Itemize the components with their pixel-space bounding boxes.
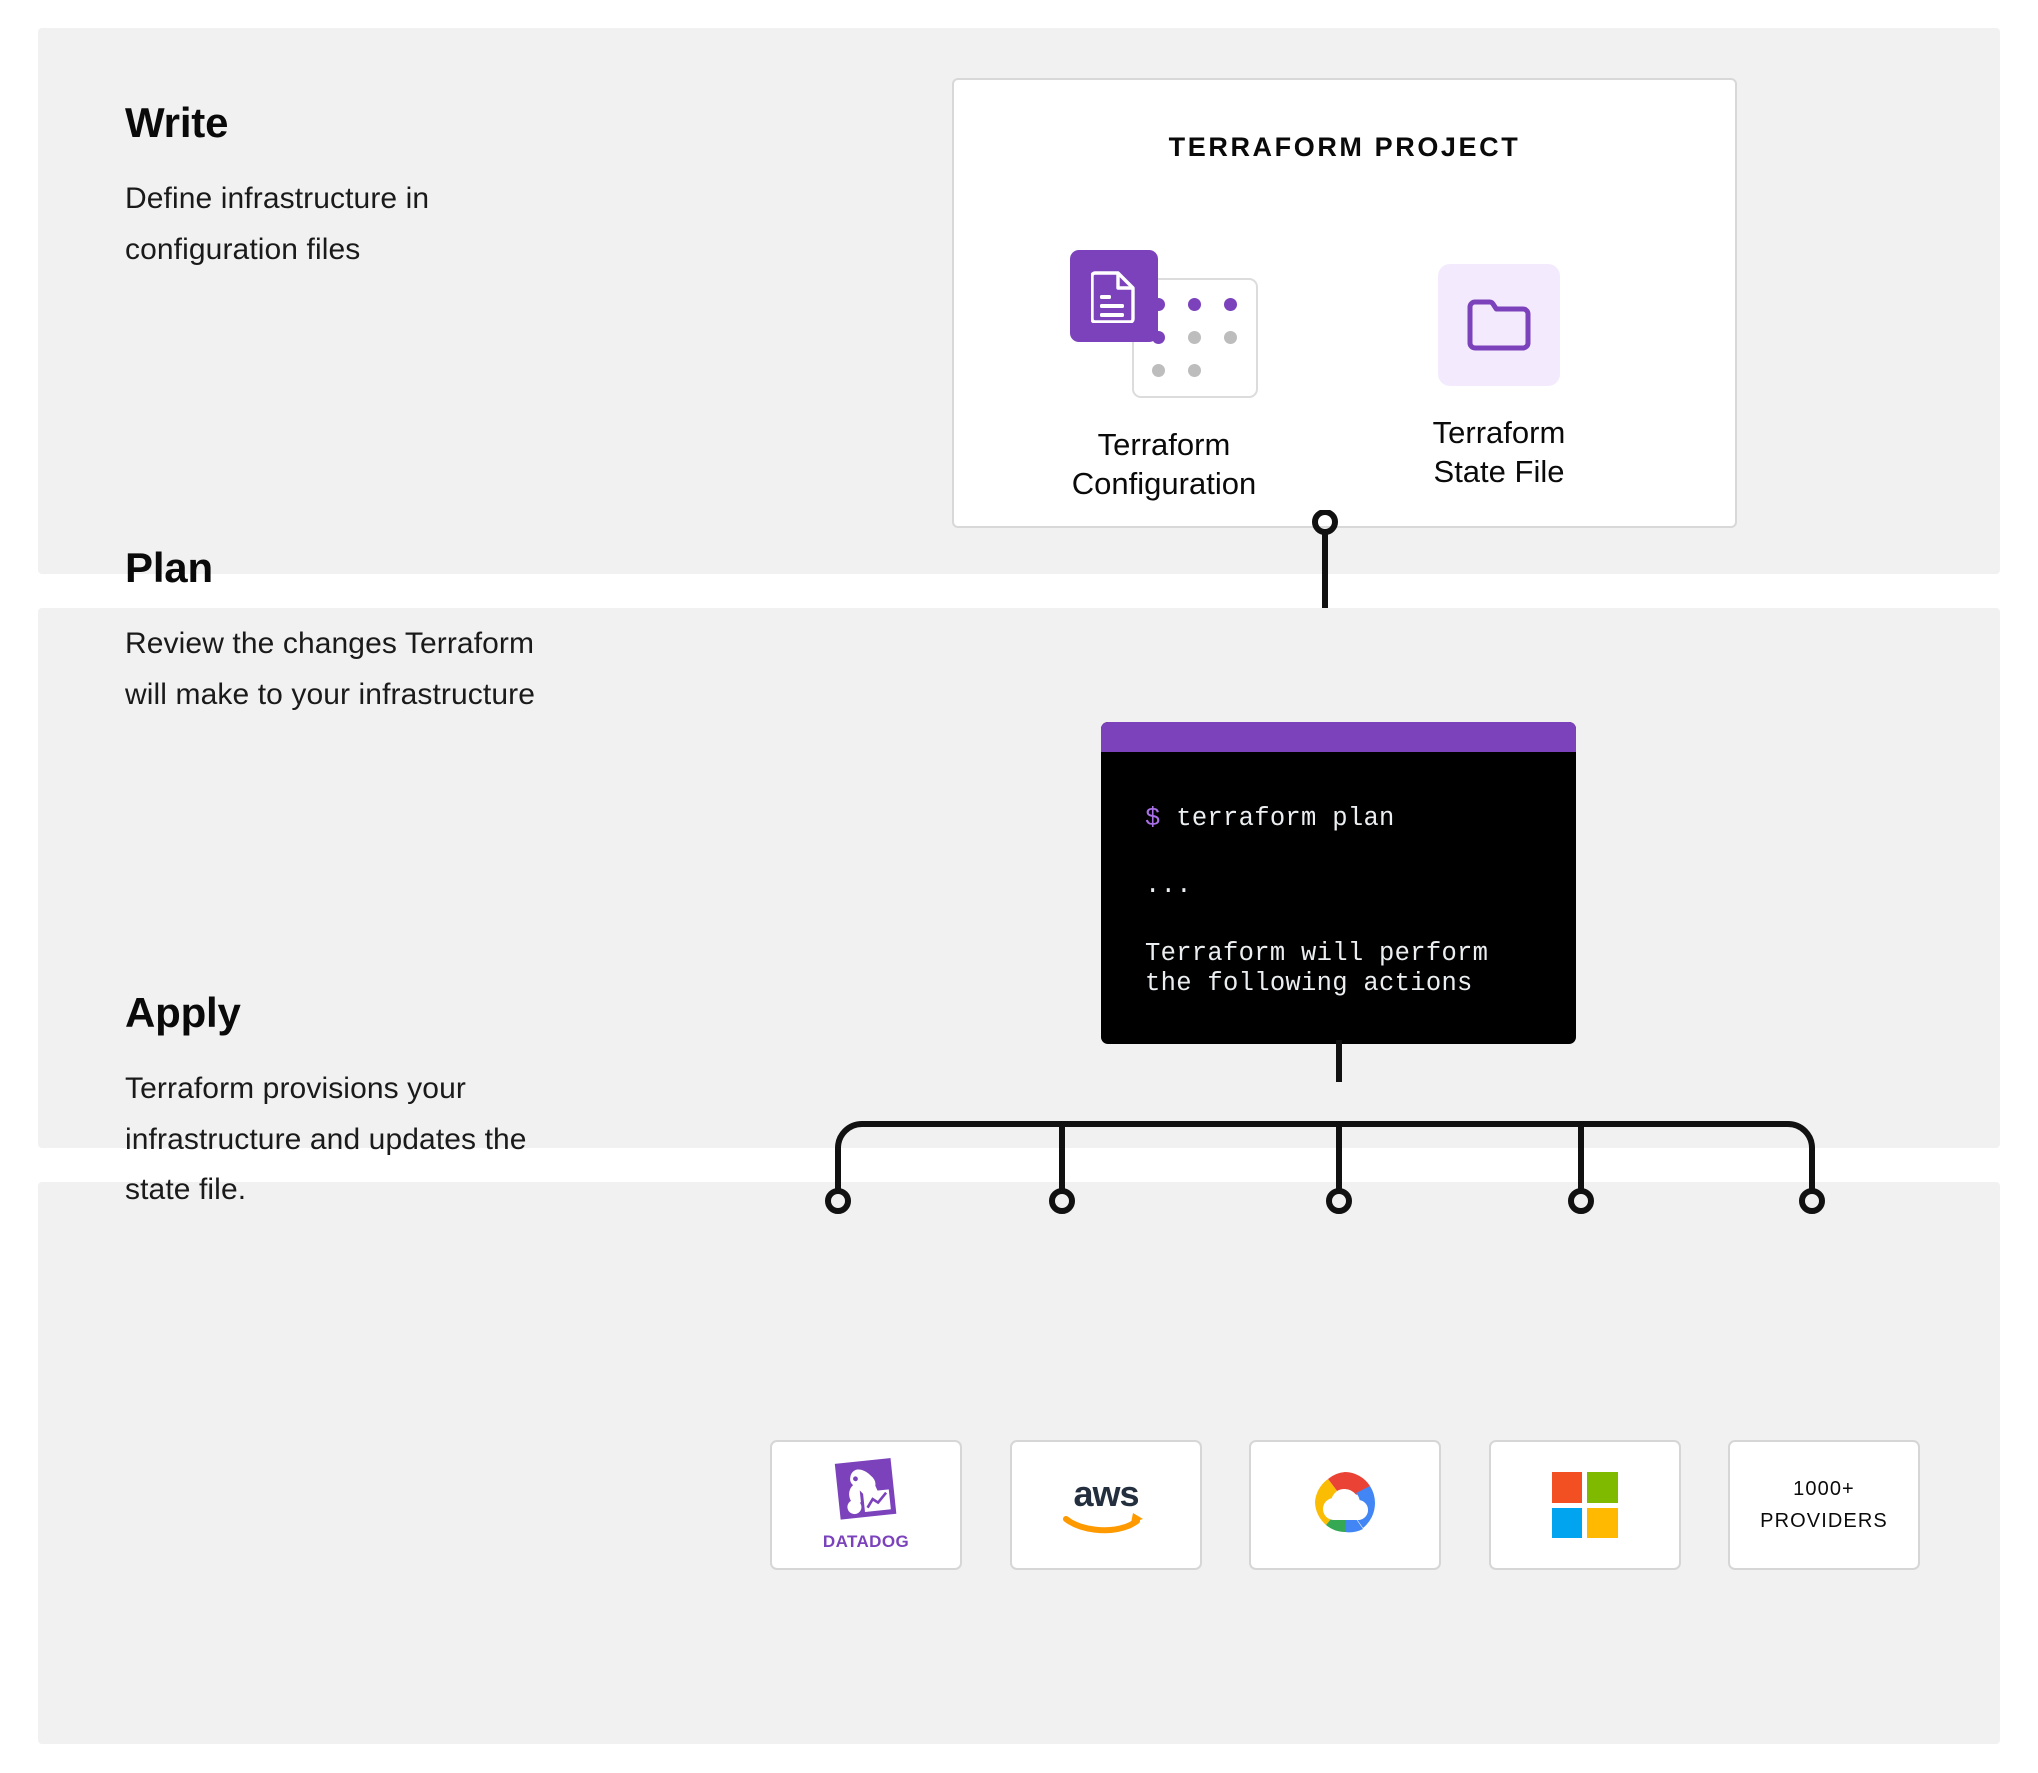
step-title-write: Write xyxy=(125,99,229,146)
step-title-apply: Apply xyxy=(125,989,241,1036)
provider-card-more-providers[interactable]: 1000+ PROVIDERS xyxy=(1728,1440,1920,1570)
panel-plan xyxy=(38,608,2000,1148)
step-description-write: Define infrastructure in configuration f… xyxy=(125,182,430,266)
document-stack-icon xyxy=(1070,250,1258,398)
step-block-apply: Apply Terraform provisions your infrastr… xyxy=(125,989,625,1215)
ms-square-yellow xyxy=(1587,1507,1618,1538)
svg-text:DATADOG: DATADOG xyxy=(823,1532,909,1551)
provider-card-aws[interactable]: aws xyxy=(1009,1440,1202,1570)
provider-card-list: DATADOG aws xyxy=(770,1440,1920,1570)
config-dot-grid-icon xyxy=(1152,298,1238,378)
datadog-logo: DATADOG xyxy=(823,1458,909,1551)
step-block-write: Write Define infrastructure in configura… xyxy=(125,99,625,275)
folder-icon xyxy=(1438,264,1560,386)
terminal-title-bar xyxy=(1101,722,1576,752)
microsoft-logo xyxy=(1551,1472,1618,1538)
terraform-project-title: TERRAFORM PROJECT xyxy=(1168,132,1521,162)
terminal-output: $ terraform plan ... Terraform will perf… xyxy=(1101,752,1576,999)
terminal-prompt-symbol: $ xyxy=(1145,804,1161,833)
more-providers-count: 1000+ xyxy=(1793,1477,1855,1500)
step-description-plan: Review the changes Terraform will make t… xyxy=(125,627,536,711)
provider-card-google-cloud[interactable] xyxy=(1249,1440,1441,1570)
connector-plan-to-providers xyxy=(825,1040,1825,1214)
provider-card-microsoft[interactable] xyxy=(1488,1440,1681,1570)
terminal-output-line-2: the following actions xyxy=(1145,969,1473,999)
ms-square-blue xyxy=(1551,1507,1582,1538)
step-block-plan: Plan Review the changes Terraform will m… xyxy=(125,544,625,720)
step-description-apply: Terraform provisions your infrastructure… xyxy=(125,1072,527,1206)
more-providers-label: PROVIDERS xyxy=(1760,1510,1888,1532)
ms-square-red xyxy=(1551,1472,1582,1503)
svg-text:aws: aws xyxy=(1073,1473,1138,1514)
terminal-window: $ terraform plan ... Terraform will perf… xyxy=(1101,722,1576,1044)
terminal-command-line: $ terraform plan xyxy=(1145,804,1576,834)
google-cloud-logo xyxy=(1315,1472,1375,1533)
terminal-output-line-1: Terraform will perform xyxy=(1145,939,1489,969)
terminal-command: terraform plan xyxy=(1176,804,1395,833)
provider-card-datadog[interactable]: DATADOG xyxy=(770,1440,962,1570)
ms-square-green xyxy=(1587,1472,1618,1503)
more-providers-text: 1000+ PROVIDERS xyxy=(1760,1473,1888,1538)
terminal-ellipsis: ... xyxy=(1145,871,1192,901)
terraform-project-card: TERRAFORM PROJECT xyxy=(952,78,1737,528)
aws-logo: aws xyxy=(1062,1473,1143,1534)
step-title-plan: Plan xyxy=(125,544,213,591)
document-file-icon xyxy=(1070,250,1158,342)
